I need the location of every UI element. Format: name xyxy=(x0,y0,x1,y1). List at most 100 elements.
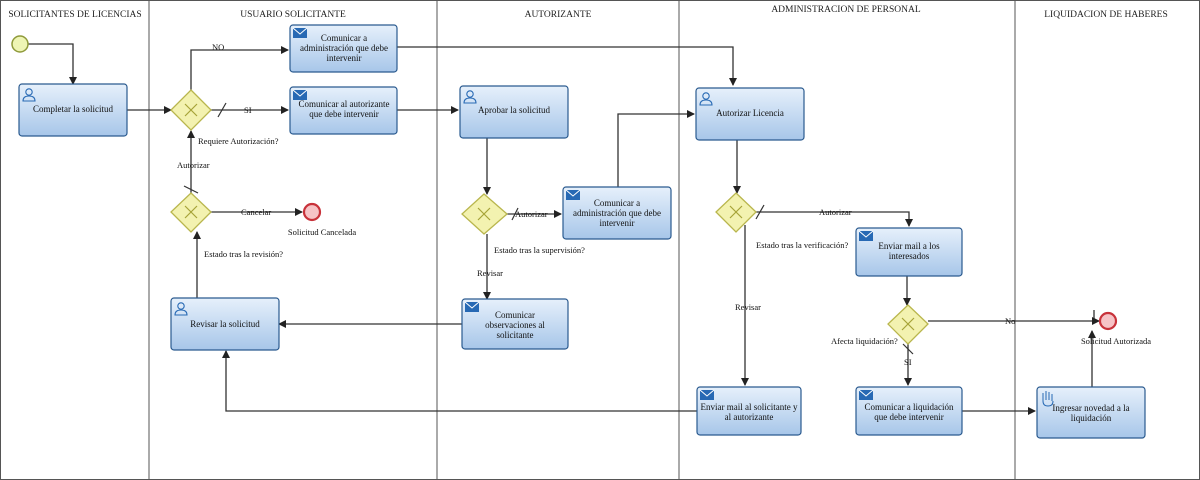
task-box xyxy=(1036,386,1146,439)
task-label: Comunicar al autorizante xyxy=(299,99,390,109)
end-event-autorizada[interactable] xyxy=(1098,311,1118,331)
task-label: Enviar mail al solicitante y xyxy=(701,402,798,412)
task-box xyxy=(18,83,128,137)
task-comunicar-autorizante[interactable]: Comunicar al autorizante que debe interv… xyxy=(289,86,398,135)
task-mail-interesados[interactable]: Enviar mail a los interesados xyxy=(855,227,963,277)
task-box xyxy=(170,297,280,351)
exclusive-x-icon xyxy=(184,205,198,219)
task-label: liquidación xyxy=(1071,413,1112,423)
flow-no xyxy=(190,46,289,90)
gateway-label-requiere: Requiere Autorización? xyxy=(198,136,279,146)
flow-label-si: SI xyxy=(904,357,912,367)
flow-label-revisar: Revisar xyxy=(477,268,503,278)
flow-label-autorizar: Autorizar xyxy=(819,207,852,217)
task-comunicar-observaciones[interactable]: Comunicar observaciones al solicitante xyxy=(461,298,569,350)
flow-label-autorizar: Autorizar xyxy=(515,209,548,219)
gateway-requiere-autorizacion[interactable] xyxy=(170,89,212,131)
task-label: que debe intervenir xyxy=(874,412,943,422)
flow-label-autorizar: Autorizar xyxy=(177,160,210,170)
exclusive-x-icon xyxy=(184,103,198,117)
task-label: administración que debe xyxy=(573,208,661,218)
gateway-label-verificacion: Estado tras la verificación? xyxy=(756,240,849,250)
end-event-cancelada[interactable] xyxy=(302,202,322,222)
task-label: solicitante xyxy=(497,330,534,340)
task-box xyxy=(289,86,398,135)
task-comunicar-liquidacion[interactable]: Comunicar a liquidación que debe interve… xyxy=(855,386,963,436)
flow-autorizar xyxy=(756,211,913,227)
task-box xyxy=(289,24,398,73)
lane-title-administracion: ADMINISTRACION DE PERSONAL xyxy=(771,5,921,15)
envelope-icon xyxy=(858,389,874,400)
end-event-cancelada-label: Solicitud Cancelada xyxy=(288,227,356,237)
lane-title-usuario: USUARIO SOLICITANTE xyxy=(240,10,346,20)
task-box xyxy=(696,386,802,436)
task-label: que debe intervenir xyxy=(309,109,378,119)
task-box xyxy=(459,85,569,139)
task-autorizar-licencia[interactable]: Autorizar Licencia xyxy=(695,87,805,141)
flow xyxy=(397,46,737,86)
task-label: Enviar mail a los xyxy=(878,241,940,251)
task-completar-solicitud[interactable]: Completar la solicitud xyxy=(18,83,128,137)
task-label: Aprobar la solicitud xyxy=(478,105,550,115)
gateway-estado-revision[interactable] xyxy=(170,192,212,233)
envelope-icon xyxy=(565,189,581,200)
task-label: observaciones al xyxy=(485,320,545,330)
hand-icon xyxy=(1042,391,1054,407)
task-label: intervenir xyxy=(327,53,362,63)
flow-label-si: SI xyxy=(244,105,252,115)
task-label: administración que debe xyxy=(300,43,388,53)
task-box xyxy=(562,186,672,240)
flow-label-no: NO xyxy=(212,42,224,52)
task-comunicar-administracion[interactable]: Comunicar a administración que debe inte… xyxy=(289,24,398,73)
task-ingresar-novedad[interactable]: Ingresar novedad a la liquidación xyxy=(1036,386,1146,439)
task-label: Comunicar xyxy=(495,310,535,320)
task-label: Comunicar a xyxy=(321,33,367,43)
user-icon xyxy=(174,302,188,316)
task-box xyxy=(855,386,963,436)
task-label: Comunicar a xyxy=(594,198,640,208)
exclusive-x-icon xyxy=(729,205,743,219)
sequence-flows xyxy=(28,43,1100,415)
task-box xyxy=(461,298,569,350)
flow-label-revisar: Revisar xyxy=(735,302,761,312)
task-revisar-solicitud[interactable]: Revisar la solicitud xyxy=(170,297,280,351)
task-mail-solicitante[interactable]: Enviar mail al solicitante y al autoriza… xyxy=(696,386,802,436)
task-label: Comunicar a liquidación xyxy=(865,402,954,412)
flow-label-cancelar: Cancelar xyxy=(241,207,271,217)
exclusive-x-icon xyxy=(901,317,915,331)
lane-title-line: ADMINISTRACION DE PERSONAL xyxy=(771,5,921,15)
default-marker xyxy=(755,204,765,220)
default-marker xyxy=(902,343,914,355)
flow-start xyxy=(28,43,77,85)
task-label: Autorizar Licencia xyxy=(716,108,784,118)
gateway-label-revision: Estado tras la revisión? xyxy=(204,249,283,259)
task-box xyxy=(855,227,963,277)
envelope-icon xyxy=(464,301,480,312)
flow xyxy=(617,110,695,187)
end-event-autorizada-label: Solicitud Autorizada xyxy=(1081,336,1151,346)
user-icon xyxy=(463,90,477,104)
envelope-icon xyxy=(292,27,308,38)
gateway-estado-verificacion[interactable] xyxy=(715,192,757,233)
flow-label-no: No xyxy=(1005,316,1015,326)
task-label: Revisar la solicitud xyxy=(190,319,260,329)
gateway-afecta-liquidacion[interactable] xyxy=(887,304,929,345)
task-label: Ingresar novedad a la xyxy=(1052,403,1129,413)
task-aprobar-solicitud[interactable]: Aprobar la solicitud xyxy=(459,85,569,139)
flow xyxy=(222,350,697,412)
lane-title-liquidacion: LIQUIDACION DE HABERES xyxy=(1044,10,1168,20)
task-label: al autorizante xyxy=(725,412,774,422)
exclusive-x-icon xyxy=(477,207,491,221)
envelope-icon xyxy=(292,89,308,100)
gateway-estado-supervision[interactable] xyxy=(461,193,508,235)
gateway-label-supervision: Estado tras la supervisión? xyxy=(494,245,585,255)
default-marker xyxy=(183,185,199,194)
default-marker xyxy=(511,207,519,221)
default-marker xyxy=(217,102,227,118)
task-label: intervenir xyxy=(600,218,635,228)
task-comunicar-administracion-2[interactable]: Comunicar a administración que debe inte… xyxy=(562,186,672,240)
start-event[interactable] xyxy=(11,35,29,53)
